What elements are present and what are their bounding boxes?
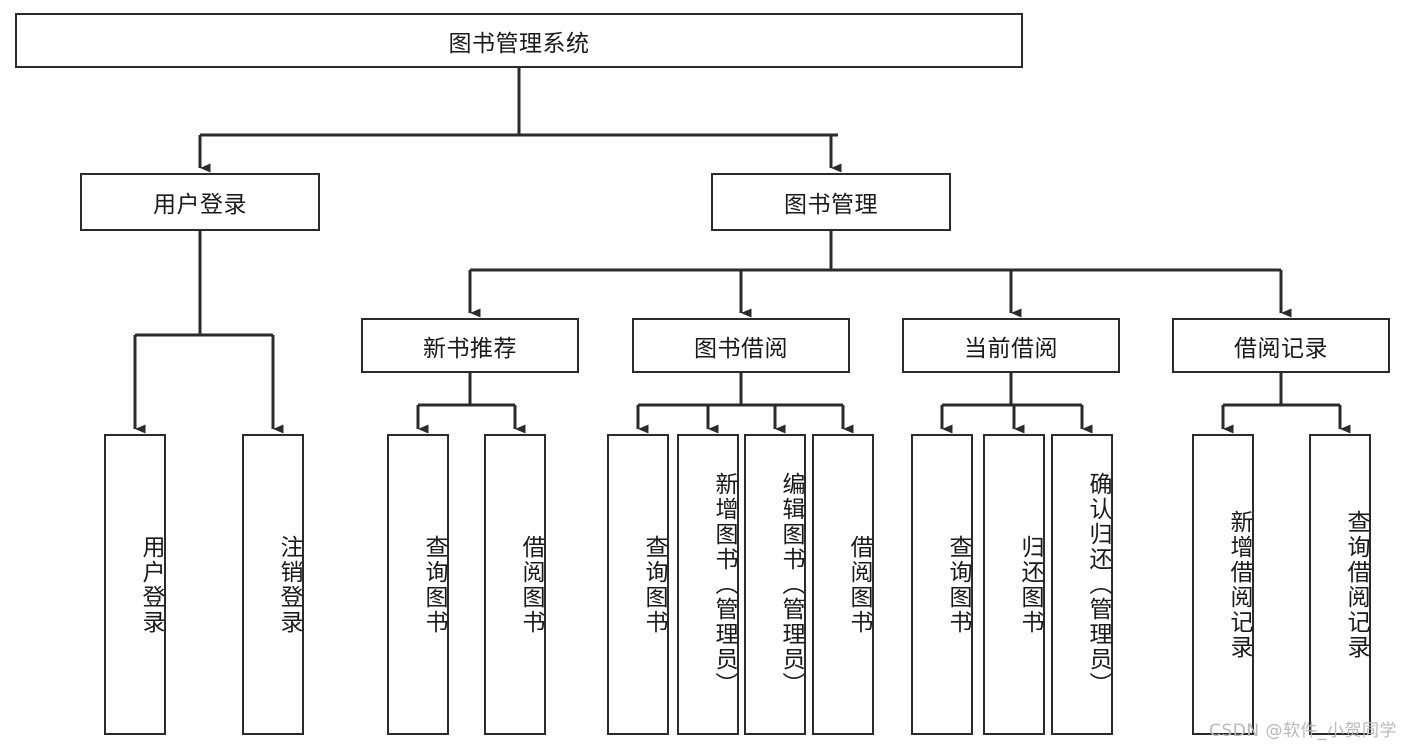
node-current-borrow[interactable]: 当前借阅 [902,318,1120,373]
node-leaf-logout[interactable]: 注销登录 [242,434,304,735]
node-leaf-add-record-label: 新增借阅记录 [1226,509,1252,660]
node-leaf-logout-label: 注销登录 [276,534,302,635]
node-current-borrow-label: 当前借阅 [964,335,1058,362]
node-book-borrow-label: 图书借阅 [694,335,788,362]
node-leaf-add-book[interactable]: 新增图书（管理员） [677,434,739,735]
node-root-label: 图书管理系统 [448,30,590,57]
node-leaf-return-book-label: 归还图书 [1017,534,1043,635]
node-user-login-label: 用户登录 [153,192,247,218]
node-leaf-edit-book-label: 编辑图书（管理员） [778,472,804,697]
node-borrow-record[interactable]: 借阅记录 [1172,318,1390,373]
node-leaf-query-book-rec-label: 查询图书 [421,534,447,635]
node-leaf-query-record[interactable]: 查询借阅记录 [1309,434,1371,735]
node-leaf-query-book-borrow-label: 查询图书 [641,534,667,635]
node-leaf-borrow-book[interactable]: 借阅图书 [812,434,874,735]
node-book-manage[interactable]: 图书管理 [711,173,951,231]
node-leaf-query-record-label: 查询借阅记录 [1343,509,1369,660]
node-leaf-confirm-return[interactable]: 确认归还（管理员） [1051,434,1113,735]
node-leaf-user-login-label: 用户登录 [138,534,164,635]
node-leaf-borrow-book-rec[interactable]: 借阅图书 [484,434,546,735]
watermark-text: CSDN @软件_小贺同学 [1209,721,1397,741]
node-leaf-edit-book[interactable]: 编辑图书（管理员） [744,434,806,735]
node-leaf-return-book[interactable]: 归还图书 [983,434,1045,735]
node-leaf-confirm-return-label: 确认归还（管理员） [1085,472,1111,697]
node-leaf-query-book-borrow[interactable]: 查询图书 [607,434,669,735]
node-book-borrow[interactable]: 图书借阅 [632,318,850,373]
node-root[interactable]: 图书管理系统 [15,13,1023,68]
node-leaf-query-book-cur[interactable]: 查询图书 [911,434,973,735]
node-borrow-record-label: 借阅记录 [1234,335,1328,362]
node-leaf-add-book-label: 新增图书（管理员） [711,472,737,697]
node-new-book-rec[interactable]: 新书推荐 [361,318,579,373]
node-new-book-rec-label: 新书推荐 [423,335,517,362]
node-leaf-borrow-book-rec-label: 借阅图书 [518,534,544,635]
node-user-login[interactable]: 用户登录 [80,173,320,231]
node-leaf-user-login[interactable]: 用户登录 [104,434,166,735]
node-leaf-query-book-rec[interactable]: 查询图书 [387,434,449,735]
node-leaf-add-record[interactable]: 新增借阅记录 [1192,434,1254,735]
node-book-manage-label: 图书管理 [784,192,878,218]
node-leaf-borrow-book-label: 借阅图书 [846,534,872,635]
node-leaf-query-book-cur-label: 查询图书 [945,534,971,635]
